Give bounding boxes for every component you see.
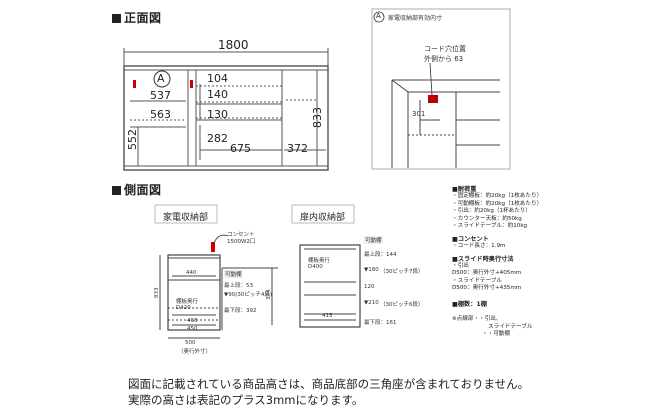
spec-line: D500：奥行外寸+435mm bbox=[452, 285, 522, 292]
spec-head: ■スライド時奥行寸法 bbox=[452, 255, 514, 263]
cabinet-shelf-depth-2: D400 bbox=[308, 264, 323, 270]
front-view-title: 正面図 bbox=[112, 9, 162, 26]
spec-line: ・カウンター天板：約50kg bbox=[452, 215, 522, 222]
spec-block-load: ■耐荷重 ・固定棚板：約20kg（1枚あたり） ・可動棚板：約20kg（1枚あた… bbox=[452, 184, 602, 231]
spec-line: ・可動棚板：約20kg（1枚あたり） bbox=[452, 200, 543, 207]
detail-dim-301: 301 bbox=[412, 110, 426, 118]
dim-372: 372 bbox=[287, 142, 308, 155]
spec-line: ・スライドテーブル：約10kg bbox=[452, 223, 528, 230]
appliance-shelf-depth-2: D420 bbox=[176, 305, 191, 311]
front-width-dim: 1800 bbox=[218, 38, 249, 52]
appliance-movable-shelf: 可動棚 bbox=[224, 270, 243, 278]
appliance-dim-500: 500 bbox=[185, 340, 196, 346]
spec-head: ■棚数：1棚 bbox=[452, 300, 487, 308]
appliance-dim-500-note: （奥行外寸） bbox=[178, 349, 212, 355]
concentric-label-2: 1500W2口 bbox=[227, 239, 256, 245]
cabinet-dim-120: 120 bbox=[364, 284, 375, 290]
footnote-line-2: 実際の高さは表記のプラス3mmになります。 bbox=[128, 393, 364, 407]
spec-block-slide: ■スライド時奥行寸法 ・引出 D500：奥行外寸+405mm ・スライドテーブル… bbox=[452, 254, 602, 293]
spec-head: ■耐荷重 bbox=[452, 186, 477, 193]
cabinet-bottom: 最下段：161 bbox=[364, 320, 397, 326]
spec-line: ・固定棚板：約20kg（1枚あたり） bbox=[452, 193, 543, 199]
detail-title: 家電収納部有効内寸 bbox=[388, 15, 443, 22]
spec-line: ・コード長さ：1.9m bbox=[452, 242, 506, 249]
cabinet-shelf-depth-1: 棚板奥行 bbox=[308, 258, 331, 264]
spec-line: ・引出：約20kg（1杯あたり） bbox=[452, 208, 531, 215]
appliance-dim-440: 440 bbox=[186, 270, 197, 276]
dim-140: 140 bbox=[207, 88, 228, 101]
dim-104: 104 bbox=[207, 72, 228, 85]
cabinet-dim-210: ▼210 bbox=[364, 300, 379, 306]
appliance-dim-450: 450 bbox=[187, 326, 198, 332]
dim-563: 563 bbox=[150, 108, 171, 121]
cabinet-dim-180: ▼180 bbox=[364, 267, 379, 273]
square-bullet-icon bbox=[112, 186, 121, 195]
spec-list: ■耐荷重 ・固定棚板：約20kg（1枚あたり） ・可動棚板：約20kg（1枚あた… bbox=[452, 184, 602, 339]
appliance-shelf-depth-1: 棚板奥行 bbox=[176, 299, 199, 305]
dim-282: 282 bbox=[207, 132, 228, 145]
appliance-pitch: ▼90(30ピッチ4段) bbox=[224, 292, 273, 298]
detail-marker-a: A bbox=[376, 12, 381, 20]
cabinet-section-label: 扉内収納部 bbox=[300, 213, 346, 223]
concentric-label-1: コンセント bbox=[227, 232, 255, 238]
appliance-section-label: 家電収納部 bbox=[163, 213, 209, 223]
appliance-dim-468: 468 bbox=[187, 318, 198, 324]
dim-675: 675 bbox=[230, 142, 251, 155]
front-marker-a: A bbox=[157, 72, 165, 85]
cabinet-dim-210-note: （30ピッチ6段） bbox=[380, 302, 424, 308]
spec-line: ・スライドテーブル bbox=[452, 277, 503, 284]
footnote-line-1: 図面に記載されている商品高さは、商品底部の三角座が含まれておりません。 bbox=[128, 377, 530, 391]
spec-block-shelves: ■棚数：1棚 bbox=[452, 299, 602, 308]
appliance-lowest: 最下段：392 bbox=[224, 308, 257, 314]
cabinet-top: 最上段：144 bbox=[364, 252, 397, 258]
cabinet-dim-180-note: （30ピッチ7段） bbox=[380, 269, 424, 275]
spec-line: ・引出 bbox=[452, 262, 469, 269]
legend-line-2: スライドテーブル bbox=[488, 323, 533, 330]
dim-537: 537 bbox=[150, 89, 171, 102]
appliance-upper-limit: 最上段：53 bbox=[224, 283, 253, 289]
cord-note-2: 外側から 63 bbox=[424, 55, 464, 63]
cord-note-1: コード穴位置 bbox=[424, 45, 466, 53]
spec-line: D500：奥行外寸+405mm bbox=[452, 270, 522, 277]
cabinet-dim-415: 415 bbox=[322, 313, 333, 319]
legend-line-3: ・・可動棚 bbox=[482, 331, 510, 338]
legend-line-1: ※点線部・・引出、 bbox=[452, 315, 502, 322]
spec-head: ■コンセント bbox=[452, 235, 489, 243]
spec-block-outlet: ■コンセント ・コード長さ：1.9m bbox=[452, 234, 602, 251]
dim-130: 130 bbox=[207, 108, 228, 121]
cabinet-movable-shelf: 可動棚 bbox=[364, 236, 383, 244]
square-bullet-icon bbox=[112, 14, 121, 23]
side-view-title: 側面図 bbox=[112, 181, 162, 198]
legend: ※点線部・・引出、 スライドテーブル ・・可動棚 bbox=[452, 316, 602, 339]
